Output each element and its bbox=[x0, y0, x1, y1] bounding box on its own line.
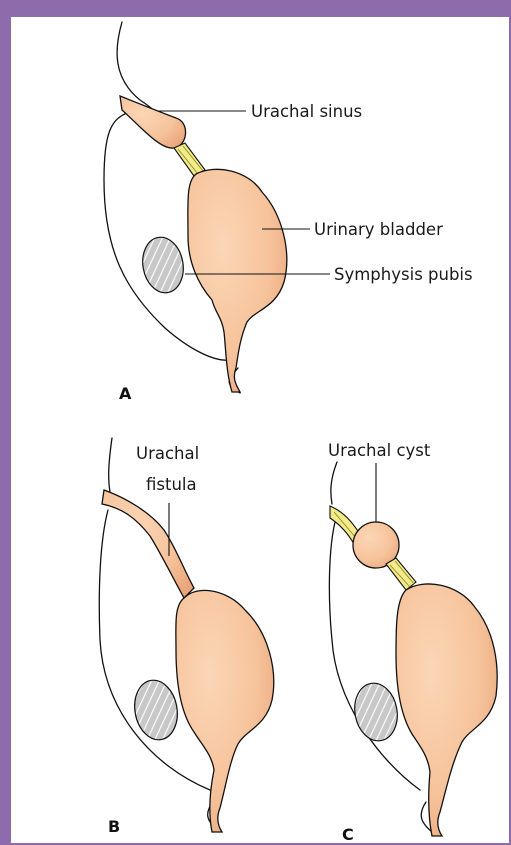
panel-c: Urachal cyst C bbox=[328, 441, 497, 844]
panel-a-letter: A bbox=[119, 384, 132, 403]
panel-c-pubis-shape bbox=[350, 680, 401, 744]
panel-c-ligament-lower bbox=[386, 558, 416, 590]
urachal-fistula-shape bbox=[102, 490, 194, 598]
urachal-cyst-label: Urachal cyst bbox=[328, 441, 431, 460]
panel-c-bladder-shape bbox=[396, 584, 497, 836]
panel-c-letter: C bbox=[342, 825, 354, 844]
panel-a-ligament bbox=[174, 143, 205, 176]
urachal-sinus-label: Urachal sinus bbox=[251, 102, 362, 121]
urachal-fistula-label-line1: Urachal bbox=[136, 444, 199, 463]
symphysis-pubis-shape bbox=[138, 234, 187, 296]
panel-a: Urachal sinus Urinary bladder Symphysis … bbox=[104, 22, 473, 403]
urinary-bladder-label: Urinary bladder bbox=[314, 220, 443, 239]
urinary-bladder-shape bbox=[188, 169, 287, 392]
panel-b-pubis-shape bbox=[130, 677, 182, 743]
urachal-fistula-label-line2: fistula bbox=[146, 475, 197, 494]
symphysis-pubis-label: Symphysis pubis bbox=[334, 265, 473, 284]
panel-b: Urachal fistula B bbox=[99, 438, 273, 836]
urachal-sinus-shape bbox=[120, 96, 186, 148]
panel-b-letter: B bbox=[108, 817, 120, 836]
panel-b-bladder-shape bbox=[176, 590, 274, 832]
